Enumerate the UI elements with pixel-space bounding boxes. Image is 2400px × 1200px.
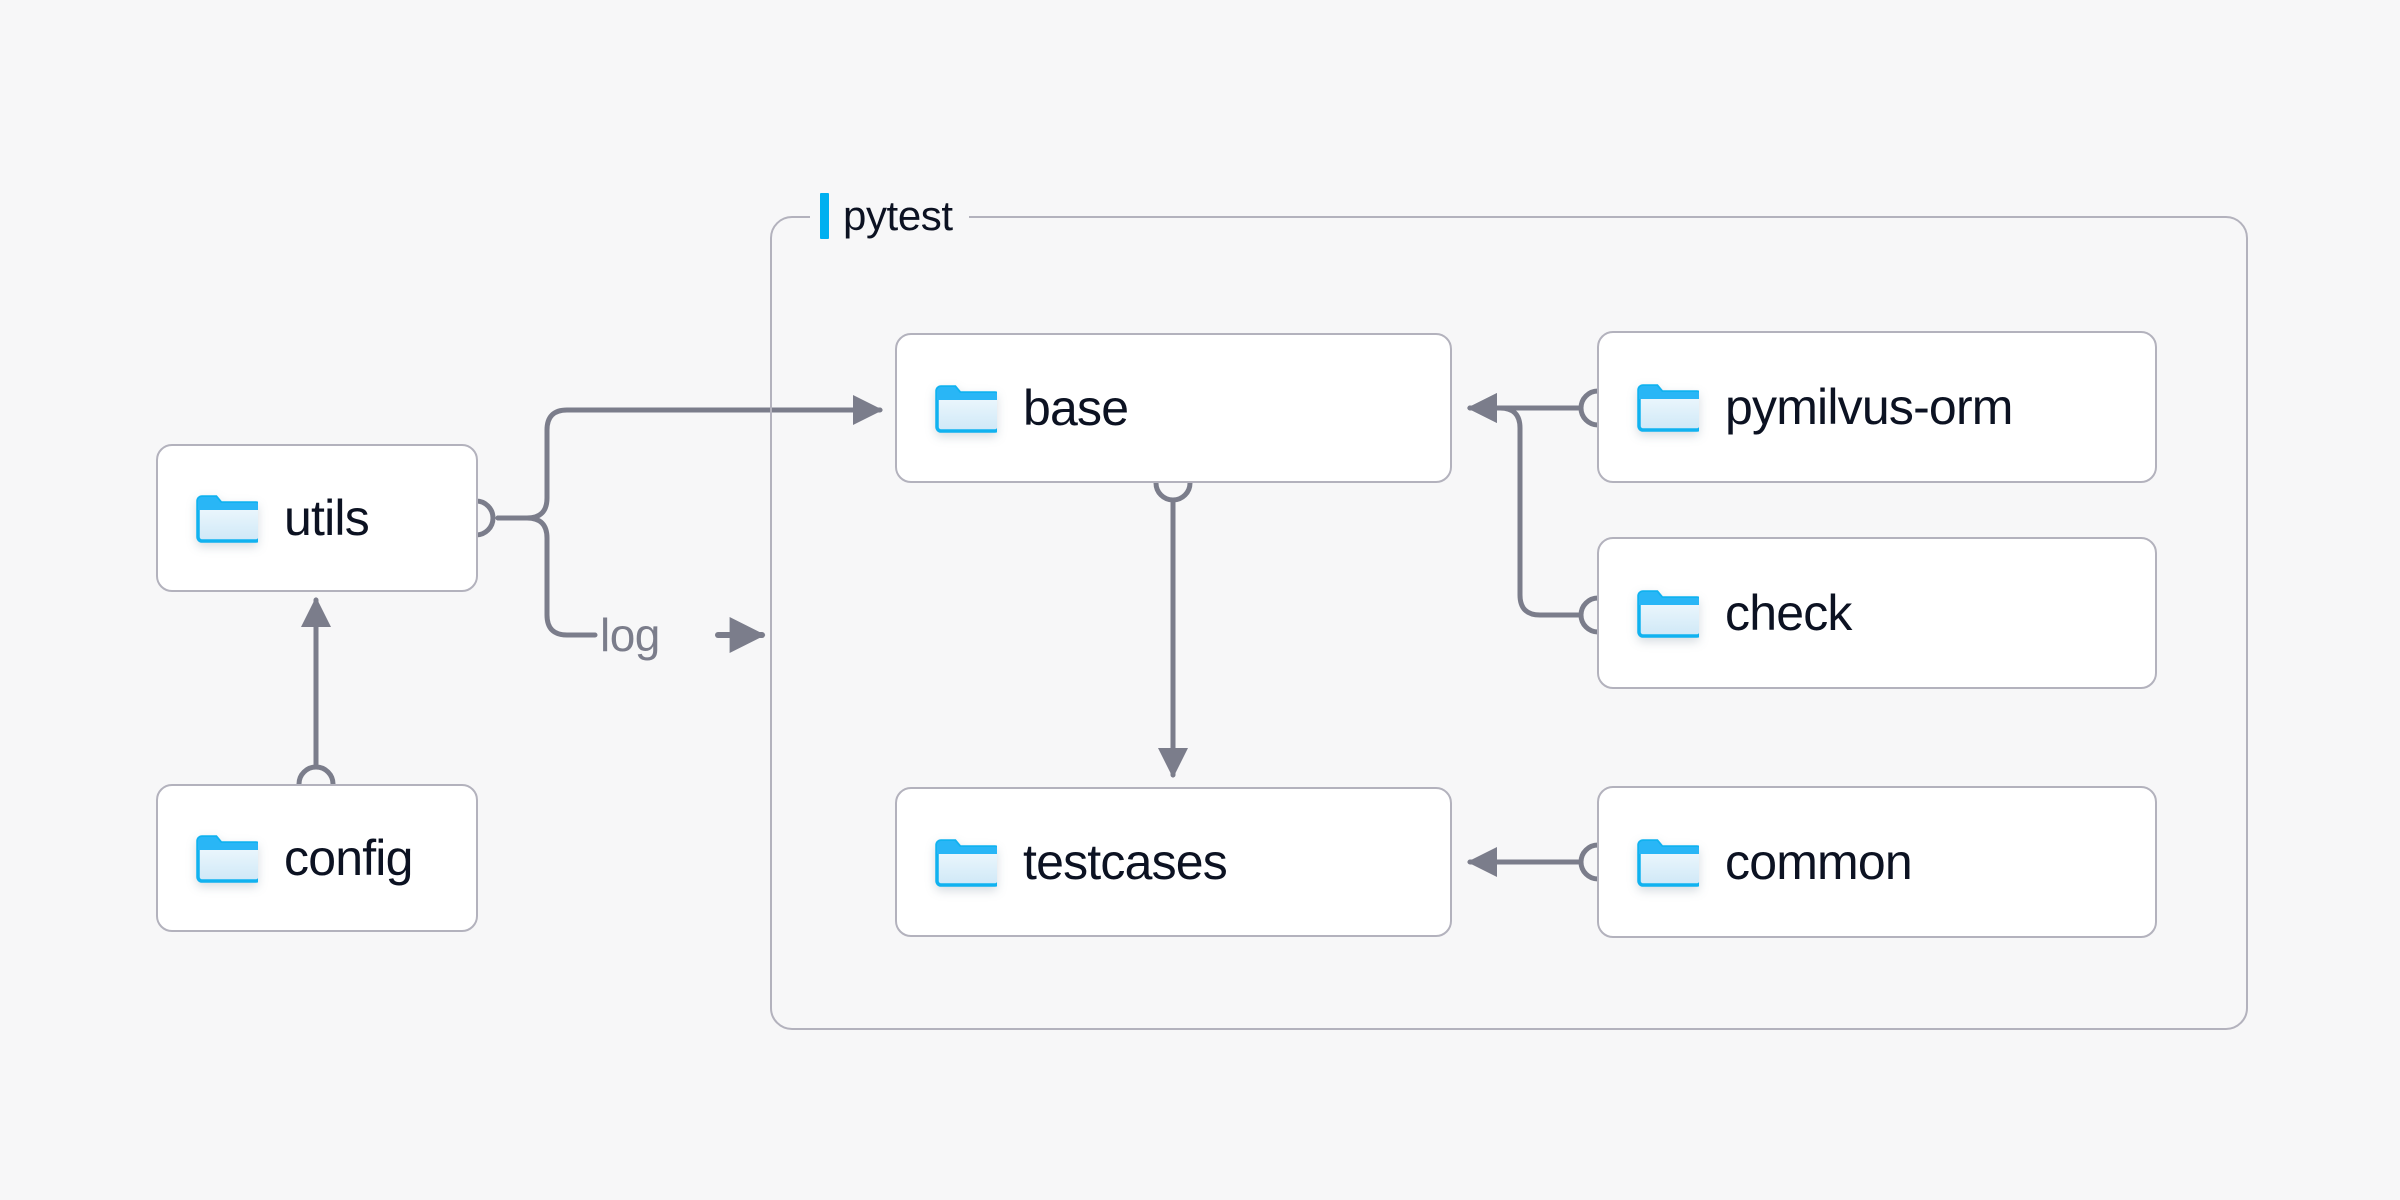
folder-icon	[1637, 587, 1699, 639]
node-testcases-label: testcases	[1023, 834, 1228, 890]
node-utils[interactable]: utils	[156, 444, 478, 592]
node-base[interactable]: base	[895, 333, 1452, 483]
edge-label-log: log	[600, 612, 660, 658]
edge-utils-log	[495, 515, 598, 638]
node-common[interactable]: common	[1597, 786, 2157, 938]
node-check[interactable]: check	[1597, 537, 2157, 689]
folder-icon	[1637, 381, 1699, 433]
folder-icon	[1637, 836, 1699, 888]
node-common-label: common	[1725, 834, 1913, 890]
group-accent-bar	[820, 193, 829, 239]
group-pytest-title: pytest	[843, 192, 953, 239]
folder-icon	[935, 836, 997, 888]
folder-icon	[935, 382, 997, 434]
folder-icon	[196, 832, 258, 884]
node-testcases[interactable]: testcases	[895, 787, 1452, 937]
node-base-label: base	[1023, 380, 1129, 436]
node-config[interactable]: config	[156, 784, 478, 932]
group-pytest-label: pytest	[810, 190, 969, 242]
node-pymilvus-orm[interactable]: pymilvus-orm	[1597, 331, 2157, 483]
node-check-label: check	[1725, 585, 1852, 641]
node-utils-label: utils	[284, 490, 370, 546]
node-pymilvus-orm-label: pymilvus-orm	[1725, 379, 2013, 435]
node-config-label: config	[284, 830, 413, 886]
folder-icon	[196, 492, 258, 544]
edge-label-log-text: log	[600, 609, 660, 661]
group-pytest	[770, 216, 2248, 1030]
